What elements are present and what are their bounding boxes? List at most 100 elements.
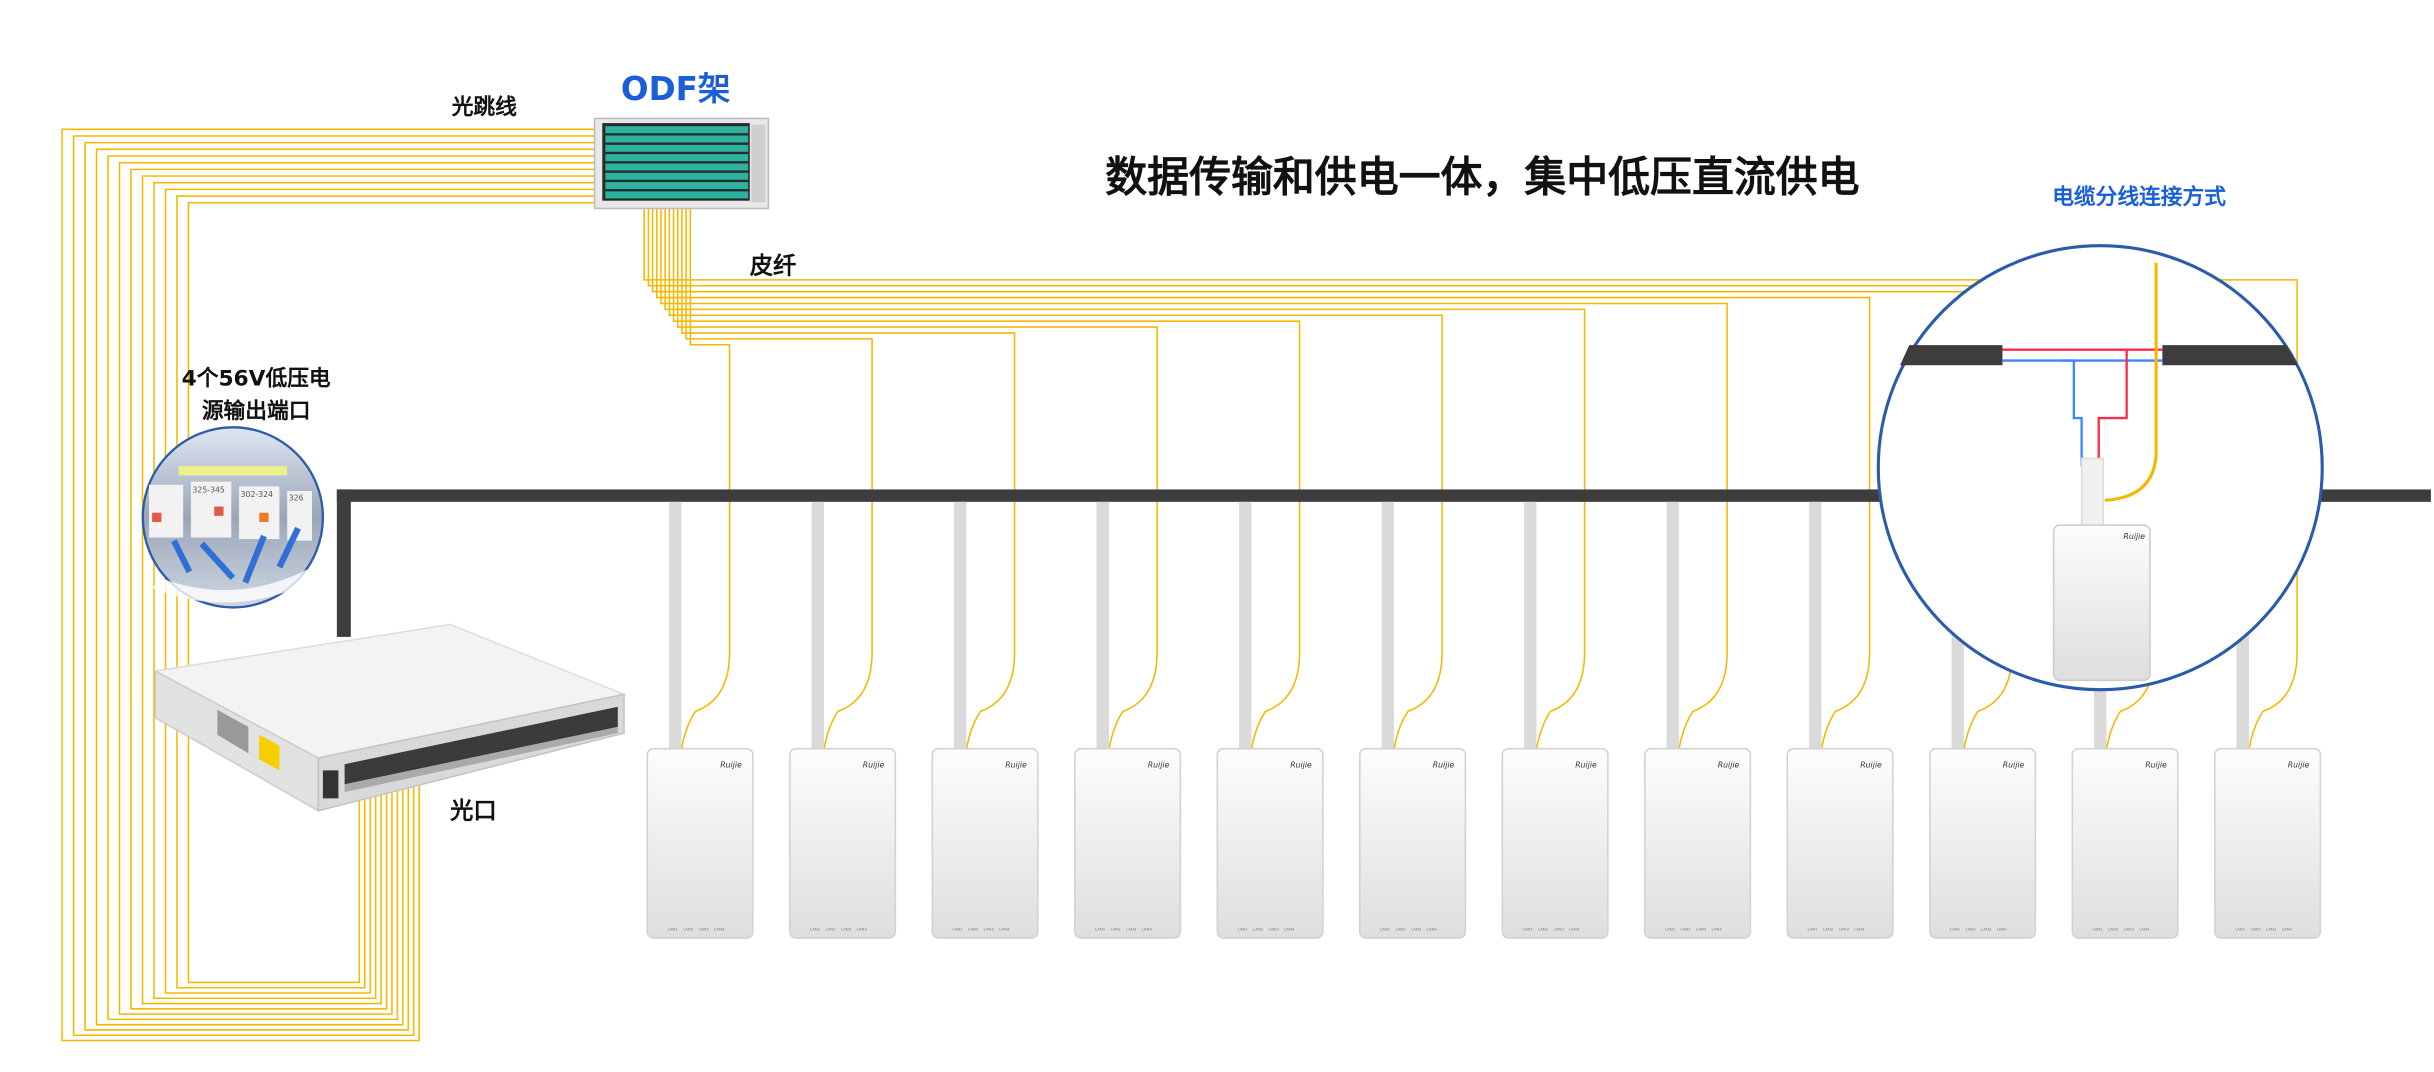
ap-body [1644, 747, 1752, 939]
ap-port-label: LAN2 [1396, 926, 1407, 931]
ap-body [1359, 747, 1467, 939]
ap-mount-pole [954, 501, 967, 763]
power-ports-inset: 325-345 302-324 326 [141, 426, 325, 609]
ap-port-label: LAN4 [1854, 926, 1865, 931]
ap-port-label: LAN2 [1111, 926, 1122, 931]
ap-body [646, 747, 754, 939]
ap-body [1216, 747, 1324, 939]
ap-body [1074, 747, 1182, 939]
ap-mount-pole [669, 501, 682, 763]
ap-port-label: LAN4 [1712, 926, 1723, 931]
odf-label: ODF架 [621, 70, 731, 108]
ap-port-label: LAN3 [1269, 926, 1280, 931]
jumper-fiber [141, 175, 595, 1005]
ap-port-label: LAN2 [2108, 926, 2119, 931]
inset-port-label: 325-345 [192, 486, 224, 495]
cable-branch-magnifier: Ruijie [1876, 244, 2324, 692]
odf-panel-row [605, 154, 749, 162]
ap-port-label: LAN3 [984, 926, 995, 931]
inset-port-label: 302-324 [241, 490, 273, 499]
power-ports-label-1: 4个56V低压电 [182, 366, 331, 391]
odf-panel-row [605, 126, 749, 134]
odf-rack [593, 117, 770, 210]
ap-port-label: LAN2 [1681, 926, 1692, 931]
drop-fiber [656, 208, 1871, 762]
ap-brand-logo: Ruijie [1005, 760, 1027, 769]
ap-port-label: LAN3 [2266, 926, 2277, 931]
ap-port-label: LAN3 [2124, 926, 2135, 931]
ap-port-label: LAN4 [2282, 926, 2293, 931]
ap-mount-pole [1096, 501, 1109, 763]
ap-brand-logo: Ruijie [1575, 760, 1597, 769]
ap-brand-logo: Ruijie [1860, 760, 1882, 769]
jumper-fiber [153, 181, 595, 1000]
ap-port-label: LAN2 [1538, 926, 1549, 931]
ap-port-label: LAN2 [1966, 926, 1977, 931]
ap-brand-logo: Ruijie [1718, 760, 1740, 769]
odf-panel-row [605, 191, 749, 199]
jumper-fibers [61, 128, 595, 1042]
drop-fiber [679, 208, 731, 762]
ap-mount-pole [1381, 501, 1394, 763]
ap-brand-logo: Ruijie [2145, 760, 2167, 769]
jumper-fiber [187, 201, 595, 984]
jumper-fiber [176, 195, 595, 989]
ap-port-label: LAN4 [1427, 926, 1438, 931]
jumper-fiber [61, 128, 595, 1042]
ap-body [789, 747, 897, 939]
ap-port-label: LAN4 [857, 926, 868, 931]
ap-port-label: LAN1 [1237, 926, 1248, 931]
ap-port-label: LAN1 [667, 926, 678, 931]
optical-ports-label: 光口 [449, 798, 497, 825]
drop-fiber [668, 208, 1443, 762]
drop-fiber-label: 皮纤 [750, 253, 797, 280]
ap-mount-pole [811, 501, 824, 763]
ap-port-label: LAN4 [1997, 926, 2008, 931]
jumper-fiber [118, 161, 595, 1015]
ap-port-label: LAN1 [1522, 926, 1533, 931]
ap-port-label: LAN2 [1823, 926, 1834, 931]
odf-panel-row [605, 172, 749, 180]
ap-body [2214, 747, 2322, 939]
ap-port-label: LAN2 [826, 926, 837, 931]
ap-port-label: LAN1 [1950, 926, 1961, 931]
drop-fiber [681, 208, 1016, 762]
ap-brand-logo: Ruijie [720, 760, 742, 769]
ap-port-label: LAN3 [1126, 926, 1137, 931]
ap-port-label: LAN4 [1284, 926, 1295, 931]
ap-brand-logo: Ruijie [1290, 760, 1312, 769]
ap-port-label: LAN3 [841, 926, 852, 931]
drop-fiber [664, 208, 1586, 762]
ap-body [1786, 747, 1894, 939]
ap-port-label: LAN2 [1253, 926, 1264, 931]
ap-port-label: LAN1 [952, 926, 963, 931]
jumper-label: 光跳线 [451, 94, 517, 120]
ap-port-label: LAN2 [968, 926, 979, 931]
ap-port-label: LAN1 [1380, 926, 1391, 931]
drop-fiber [672, 208, 1301, 762]
ap-port-label: LAN2 [683, 926, 694, 931]
cable-branch-title: 电缆分线连接方式 [2052, 184, 2226, 210]
jumper-fiber [84, 141, 595, 1031]
ap-port-label: LAN2 [2251, 926, 2262, 931]
jumper-fiber [95, 148, 595, 1026]
power-ports-label-2: 源输出端口 [202, 398, 311, 424]
ap-port-label: LAN3 [1981, 926, 1992, 931]
ap-port-label: LAN3 [1411, 926, 1422, 931]
ap-mount-pole [1239, 501, 1252, 763]
ap-mount-pole [1666, 501, 1679, 763]
drop-fiber [643, 208, 2298, 762]
ap-port-label: LAN3 [699, 926, 710, 931]
page-title: 数据传输和供电一体，集中低压直流供电 [1105, 152, 1859, 201]
